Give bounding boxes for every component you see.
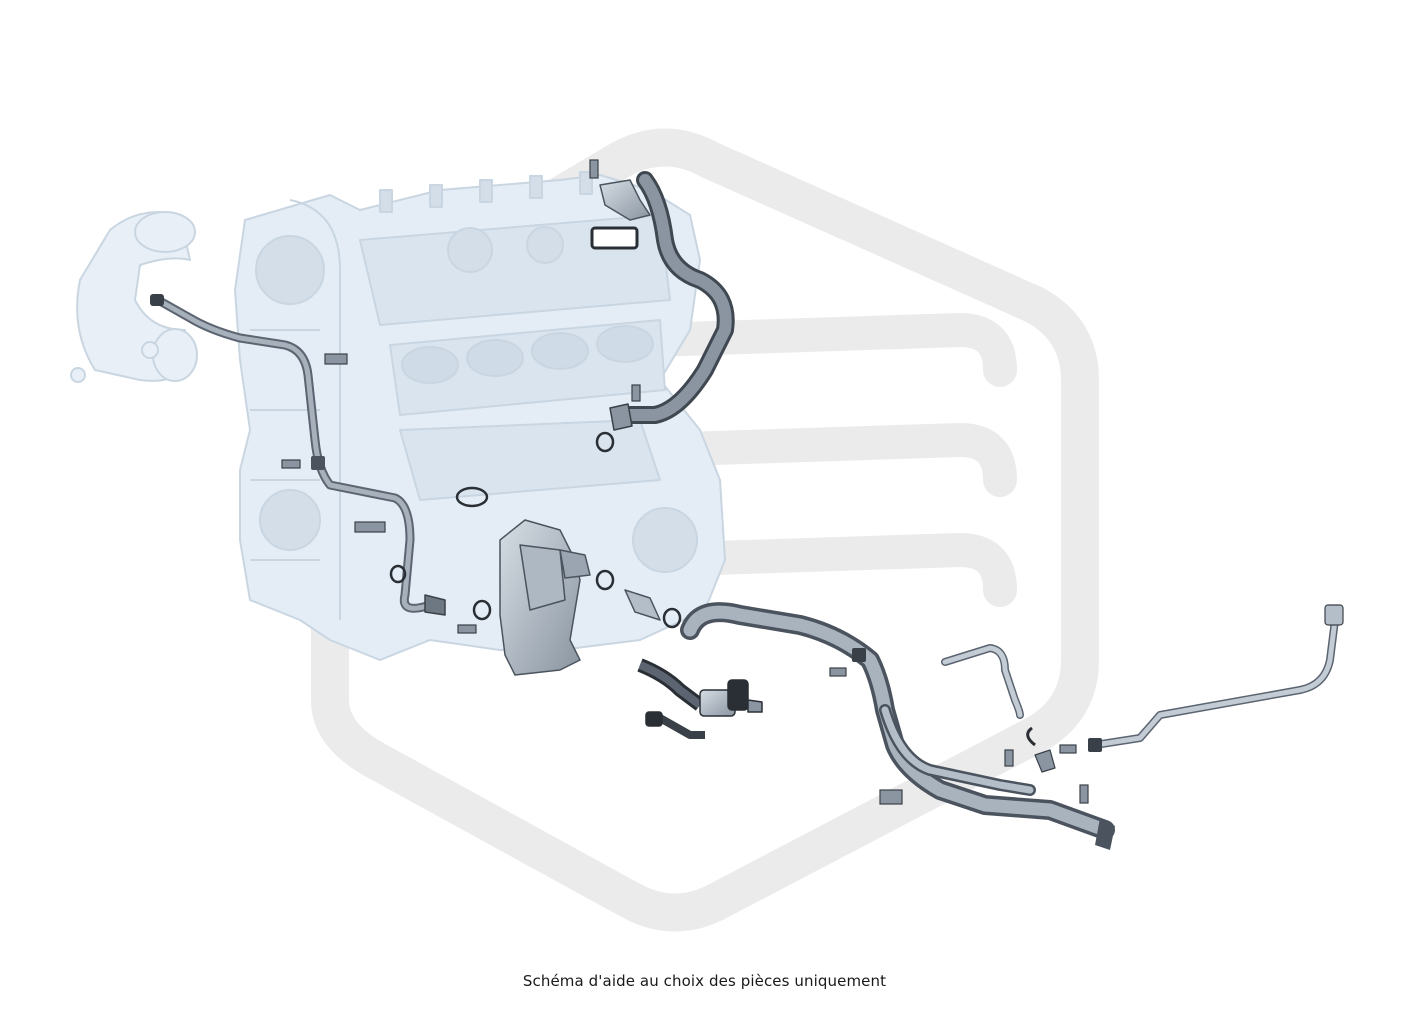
coolant-hose-lower bbox=[680, 602, 1115, 850]
coolant-pipe-right bbox=[941, 604, 1344, 773]
thermostat-housing-icon bbox=[499, 519, 661, 676]
air-intake-duct-icon bbox=[70, 211, 198, 383]
engine-block-icon bbox=[234, 171, 726, 661]
vent-hose-left bbox=[150, 294, 446, 616]
coolant-hose-upper bbox=[590, 171, 735, 431]
o-ring-gaskets bbox=[389, 431, 682, 629]
valve-icon bbox=[637, 658, 763, 739]
bolts-and-clips bbox=[281, 159, 1089, 805]
diagram-caption: Schéma d'aide au choix des pièces unique… bbox=[522, 972, 887, 990]
